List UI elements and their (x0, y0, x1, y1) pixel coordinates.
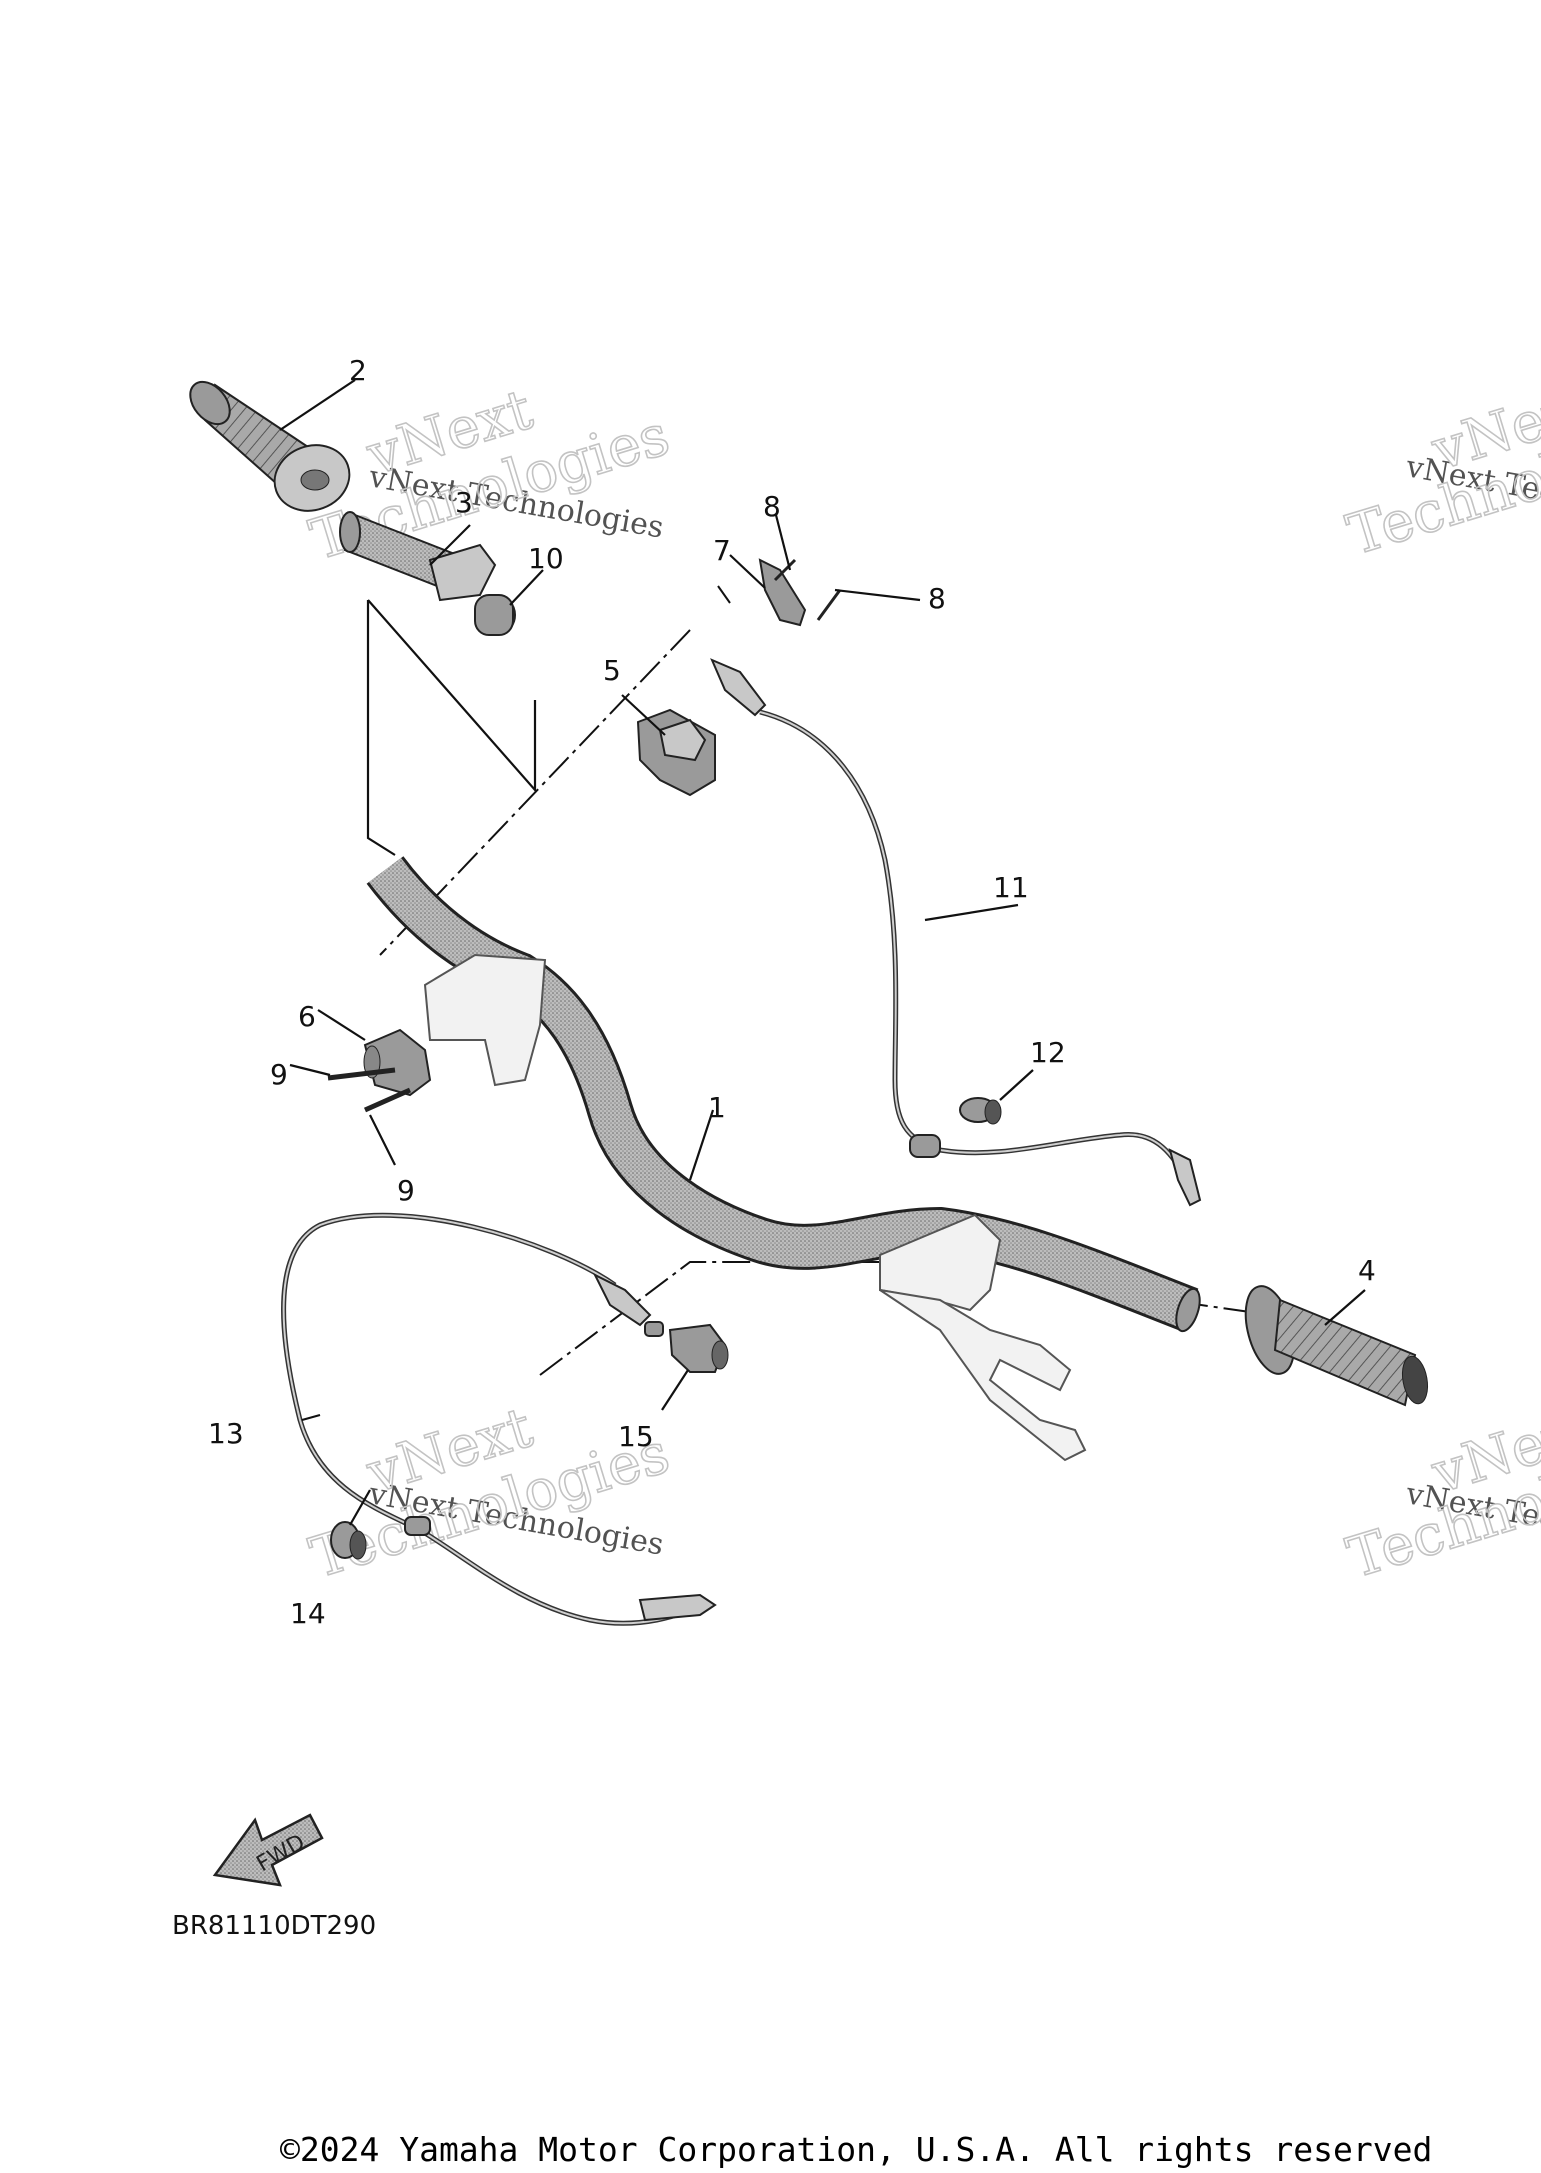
label-part-9-bottom: 9 (397, 1174, 415, 1207)
label-part-3: 3 (455, 486, 473, 519)
label-part-12: 12 (1030, 1036, 1066, 1069)
leader-lines (279, 379, 1366, 1526)
label-part-14: 14 (290, 1597, 326, 1630)
switch-housing-part (636, 708, 716, 797)
adjuster-part (959, 1097, 1002, 1125)
fwd-arrow-icon: FWD (212, 1813, 324, 1887)
cable-guide-part (758, 558, 842, 627)
left-grip-part (189, 380, 351, 512)
clutch-lever (879, 1289, 1087, 1462)
right-grip-part (1244, 1285, 1429, 1407)
diagram-code: BR81110DT290 (172, 1911, 376, 1941)
label-part-2: 2 (349, 354, 367, 387)
label-part-5: 5 (603, 654, 621, 687)
lower-holder-part (363, 1028, 432, 1097)
throttle-tube-part (339, 511, 497, 602)
label-part-7: 7 (713, 534, 731, 567)
clutch-cable-part (281, 1212, 717, 1626)
label-part-10: 10 (528, 542, 564, 575)
lever-bushing-part (668, 1323, 729, 1373)
collar-part (474, 594, 516, 636)
bolt-part (327, 1067, 412, 1113)
label-part-8-right: 8 (928, 582, 946, 615)
label-part-4: 4 (1358, 1254, 1376, 1287)
handlebar-part (366, 855, 1201, 1333)
label-part-11: 11 (993, 871, 1029, 904)
label-part-1: 1 (708, 1091, 726, 1124)
copyright-notice: ©2024 Yamaha Motor Corporation, U.S.A. A… (280, 2130, 1433, 2169)
clutch-adjuster-part (330, 1521, 367, 1560)
label-part-13: 13 (208, 1417, 244, 1450)
label-part-9-left: 9 (270, 1058, 288, 1091)
label-part-6: 6 (298, 1000, 316, 1033)
label-part-15: 15 (618, 1420, 654, 1453)
part-labels: 2 3 10 8 7 8 5 11 6 12 9 1 9 4 13 15 14 (208, 354, 1376, 1630)
throttle-cable-part (710, 658, 1202, 1207)
label-part-8-top: 8 (763, 490, 781, 523)
